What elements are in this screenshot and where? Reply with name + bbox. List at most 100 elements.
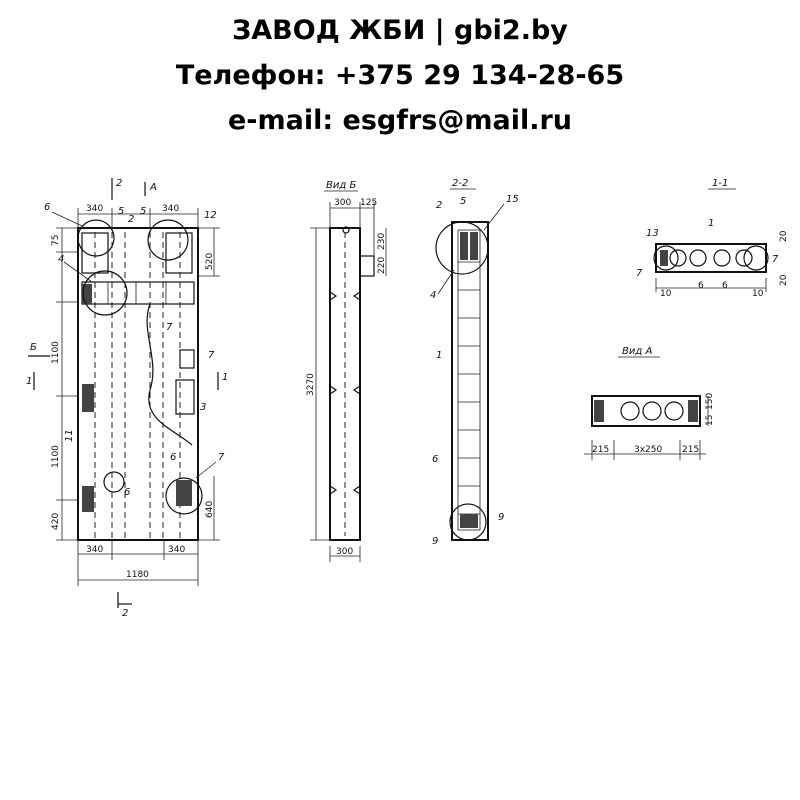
dim-11-6b: 6 <box>722 281 728 291</box>
callout-7-a: 7 <box>166 322 173 333</box>
dim-1100-upper: 1100 <box>51 341 61 364</box>
callout-11-7-left: 7 <box>636 268 643 279</box>
callout-12: 12 <box>204 210 217 221</box>
detail-circle-12 <box>147 219 189 261</box>
break-line <box>146 303 193 446</box>
header-email-line: e-mail: esgfrs@mail.ru <box>227 105 573 136</box>
callout-6-mid: 6 <box>124 487 130 498</box>
dim-11-6a: 6 <box>698 281 704 291</box>
view-b-dim-220: 220 <box>377 257 387 274</box>
left-embed-1 <box>82 384 94 412</box>
callout-7-bottom: 7 <box>218 452 225 463</box>
detail-circle-11 <box>103 471 125 493</box>
callout-22-5: 5 <box>460 196 466 207</box>
section-2-2-detail-top <box>435 221 489 275</box>
callout-4: 4 <box>58 254 64 265</box>
right-embed-bottom <box>176 480 192 506</box>
view-b-console <box>359 255 375 277</box>
callout-7-b: 7 <box>208 350 215 361</box>
view-b-title: Вид Б <box>326 180 356 191</box>
callout-6-top: 6 <box>44 202 50 213</box>
section-mark-a: A <box>149 182 157 193</box>
callout-22-6: 6 <box>432 454 438 465</box>
embedded-plate-row <box>81 281 195 305</box>
void-1 <box>669 249 687 267</box>
front-view: 340 340 75 1100 1100 420 520 640 340 340… <box>26 178 228 619</box>
view-a-void-3 <box>664 401 684 421</box>
callout-22-9-right: 9 <box>498 512 504 523</box>
header-phone-line: Телефон: +375 29 134-28-65 <box>175 60 625 91</box>
section-mark-2-bottom: 2 <box>122 608 128 619</box>
section-1-1: 1-1 13 1 7 7 10 6 6 10 20 20 <box>636 178 789 299</box>
detail-circle-4 <box>82 270 128 316</box>
detail-circle-6 <box>77 219 115 257</box>
header: ЗАВОД ЖБИ | gbi2.by Телефон: +375 29 134… <box>0 8 800 143</box>
view-b-dim-3270: 3270 <box>306 373 316 396</box>
view-b-dim-300: 300 <box>334 198 351 208</box>
callout-5-b: 5 <box>140 206 146 217</box>
header-company-line: ЗАВОД ЖБИ | gbi2.by <box>232 15 568 46</box>
section-mark-b: Б <box>30 342 37 353</box>
dim-bottom-right: 340 <box>168 545 185 555</box>
view-b-outline <box>329 227 361 541</box>
void-2 <box>689 249 707 267</box>
callout-22-9-left: 9 <box>432 536 438 547</box>
view-a-dim-215-left: 215 <box>592 445 609 455</box>
dim-1100-lower: 1100 <box>51 445 61 468</box>
view-a-title: Вид А <box>622 346 652 357</box>
section-2-2-outline <box>451 221 489 541</box>
dim-520: 520 <box>205 253 215 270</box>
section-2-2: 2-2 2 5 15 4 1 6 9 9 <box>430 178 519 547</box>
callout-3: 3 <box>200 402 206 413</box>
callout-22-15: 15 <box>506 194 519 205</box>
view-a: Вид А 215 3x250 215 150 15 <box>584 346 715 460</box>
dim-top-right: 340 <box>162 204 179 214</box>
callout-11-1: 1 <box>708 218 714 229</box>
view-a-dim-215-right: 215 <box>682 445 699 455</box>
void-4 <box>735 249 753 267</box>
view-b-dim-300-bottom: 300 <box>336 547 353 557</box>
view-a-dim-150: 150 <box>705 393 715 410</box>
section-2-2-detail-bottom <box>449 503 487 541</box>
dim-top-left: 340 <box>86 204 103 214</box>
callout-11-13: 13 <box>646 228 659 239</box>
dim-11-20: 20 <box>779 230 789 242</box>
dim-420: 420 <box>51 513 61 530</box>
callout-11-7-right: 7 <box>772 254 779 265</box>
section-1-1-title: 1-1 <box>712 178 728 189</box>
section-mark-2-top: 2 <box>116 178 122 189</box>
left-embed-top <box>82 284 92 304</box>
callout-6-right: 6 <box>170 452 176 463</box>
dim-total-width: 1180 <box>126 570 149 580</box>
dim-11-20b: 20 <box>779 274 789 286</box>
section-mark-1-right: 1 <box>222 372 228 383</box>
callout-22-2: 2 <box>436 200 442 211</box>
callout-22-4: 4 <box>430 290 436 301</box>
callout-22-1: 1 <box>436 350 442 361</box>
front-panel-outline <box>77 227 199 541</box>
view-a-void-2 <box>642 401 662 421</box>
section-2-2-title: 2-2 <box>452 178 468 189</box>
dim-640: 640 <box>205 501 215 518</box>
callout-5-a: 5 <box>118 206 124 217</box>
dim-75: 75 <box>51 235 61 246</box>
view-b: Вид Б 300 125 230 220 3270 300 <box>306 180 387 562</box>
view-a-void-1 <box>620 401 640 421</box>
section-1-1-outline <box>655 243 767 273</box>
top-right-recess <box>165 232 193 274</box>
view-b-dim-230: 230 <box>377 233 387 250</box>
view-a-dim-15: 15 <box>705 415 715 426</box>
section-mark-1-left: 1 <box>26 376 32 387</box>
callout-11: 11 <box>64 429 75 442</box>
dim-11-10: 10 <box>660 289 672 299</box>
dim-bottom-left: 340 <box>86 545 103 555</box>
section-2-2-stirrups <box>458 261 480 515</box>
void-3 <box>713 249 731 267</box>
callout-2: 2 <box>128 214 134 225</box>
view-a-outline <box>591 395 701 427</box>
view-a-dim-3x250: 3x250 <box>634 445 663 455</box>
detail-circle-7 <box>165 477 203 515</box>
left-embed-2 <box>82 486 94 512</box>
dim-11-10b: 10 <box>752 289 764 299</box>
